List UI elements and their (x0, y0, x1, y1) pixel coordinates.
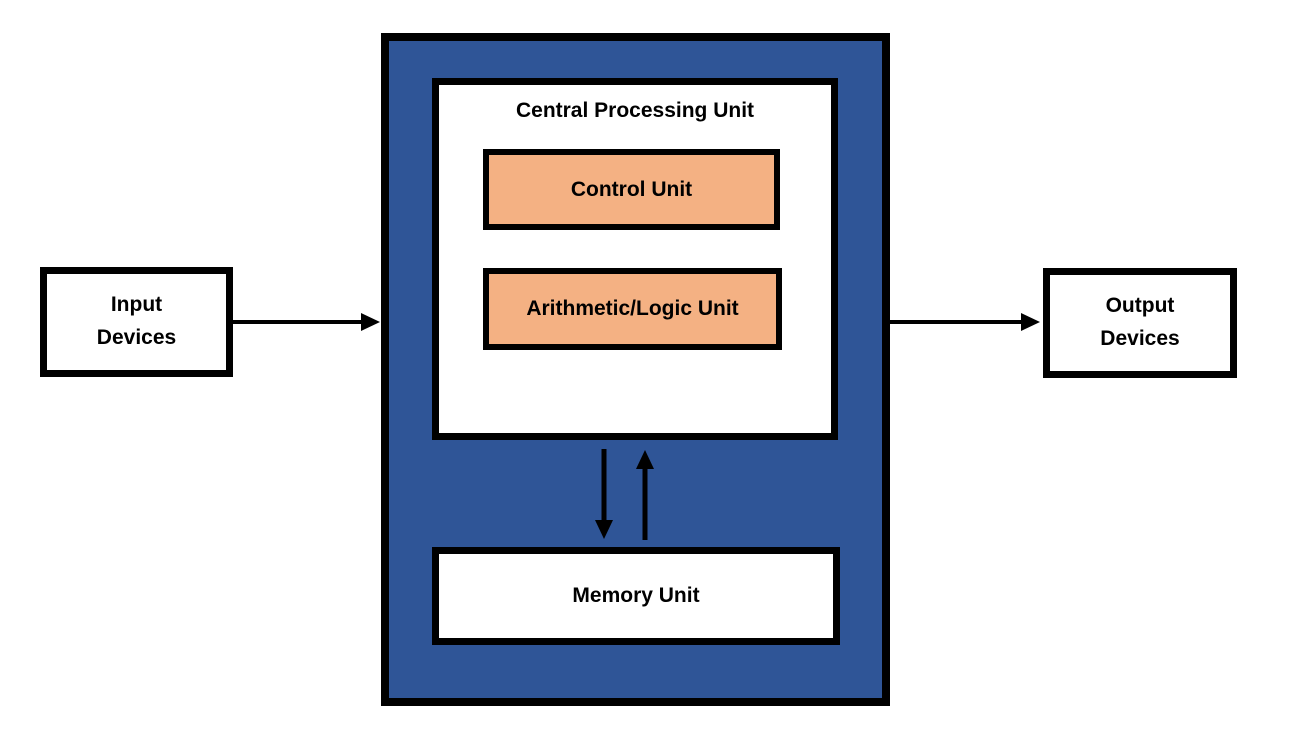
memory-unit-label: Memory Unit (572, 584, 700, 607)
memory-unit-box: Memory Unit (432, 547, 840, 645)
output-devices-label-line2: Devices (1100, 327, 1180, 350)
alu-label: Arithmetic/Logic Unit (526, 297, 739, 320)
cpu-to-output-arrow (890, 313, 1040, 331)
input-devices-label-line2: Devices (96, 326, 177, 349)
input-devices-label-line1: Input (110, 293, 163, 317)
input-devices-box: Input Devices (40, 267, 233, 377)
cpu-title: Central Processing Unit (515, 99, 755, 122)
output-devices-label-line1: Output (1105, 294, 1175, 318)
control-unit-label: Control Unit (570, 177, 693, 201)
output-devices-box: Output Devices (1043, 268, 1237, 378)
control-unit-box: Control Unit (483, 149, 780, 230)
input-to-cpu-arrowhead (361, 313, 380, 331)
alu-box: Arithmetic/Logic Unit (483, 268, 782, 350)
input-to-cpu-arrow (233, 313, 380, 331)
cpu-to-output-arrowhead (1021, 313, 1040, 331)
cpu-to-memory-arrowhead (595, 520, 613, 539)
memory-to-cpu-arrow (636, 450, 654, 540)
memory-to-cpu-arrowhead (636, 450, 654, 469)
cpu-to-memory-arrow (595, 449, 613, 539)
cpu-box: Central Processing Unit (432, 78, 838, 440)
